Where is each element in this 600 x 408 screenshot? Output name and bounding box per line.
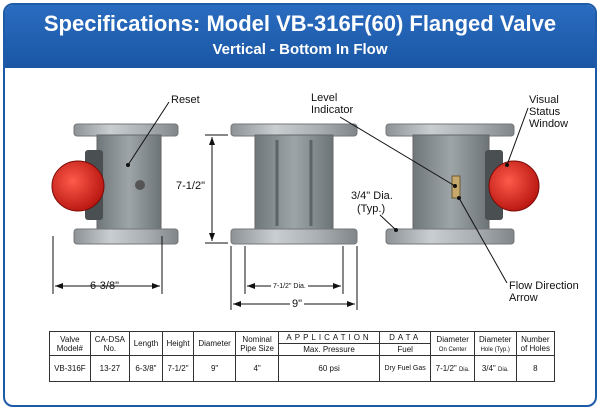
valve-left-red-cap	[51, 160, 105, 212]
td-diameter: 9"	[193, 355, 236, 382]
label-flow-line1: Flow Direction	[509, 280, 579, 292]
page-subtitle: Vertical - Bottom In Flow	[212, 41, 388, 58]
arrow-length-left	[55, 283, 63, 289]
page-title: Specifications: Model VB-316F(60) Flange…	[43, 11, 557, 36]
arrow-center-right	[333, 283, 341, 289]
td-number-holes: 8	[515, 355, 556, 382]
arrow-center-left	[247, 283, 255, 289]
label-hole-dia-line2: (Typ.)	[357, 203, 386, 215]
label-visual-line3: Window	[529, 118, 569, 130]
level-indicator-leader	[339, 116, 456, 187]
leader-arrowheads	[126, 163, 509, 232]
label-level-indicator-line2: Indicator	[311, 104, 354, 116]
valve-center-bottom-flange	[230, 228, 358, 245]
th-data: DATA	[378, 331, 432, 344]
visual-window-leader	[506, 107, 529, 166]
valve-right-body	[412, 134, 490, 232]
label-length-dim: 6-3/8"	[90, 280, 119, 292]
valve-center-body	[254, 134, 334, 232]
td-diameter-center: 7-1/2" Dia.	[430, 355, 475, 382]
th-length: Length	[129, 331, 163, 356]
header-banner: Specifications: Model VB-316F(60) Flange…	[5, 5, 595, 68]
valve-center-top-flange	[230, 123, 358, 137]
hole-dia-leader	[379, 214, 397, 231]
td-pressure: 60 psi	[278, 355, 380, 382]
flow-arrow-leader	[458, 197, 508, 284]
leader-lines	[127, 101, 529, 284]
valve-left-top-flange	[73, 123, 179, 137]
reset-leader	[127, 101, 170, 166]
hole-dia-leader-tip	[394, 228, 398, 232]
th-height: Height	[161, 331, 195, 356]
label-diameter-dim: 9"	[290, 298, 305, 310]
arrow-height-top	[209, 137, 215, 145]
arrow-length-right	[152, 283, 160, 289]
td-model: VB-316F	[49, 355, 91, 382]
label-height-dim: 7-1/2"	[176, 180, 205, 192]
flow-arrow-leader-tip	[457, 196, 461, 200]
label-visual-line1: Visual	[529, 94, 559, 106]
arrow-diameter-left	[233, 301, 241, 307]
td-cadsa: 13-27	[89, 355, 131, 382]
valve-left-port	[135, 180, 145, 190]
label-hole-dia-line1: 3/4" Dia.	[351, 190, 393, 202]
valve-center	[230, 123, 358, 245]
visual-window-leader-tip	[505, 163, 509, 167]
label-center-dia: 7-1/2" Dia.	[271, 281, 308, 293]
label-level-indicator-line1: Level	[311, 92, 338, 104]
arrow-diameter-right	[347, 301, 355, 307]
td-diameter-hole: 3/4" Dia.	[473, 355, 517, 382]
th-max-pressure: Max. Pressure	[278, 343, 380, 356]
td-length: 6-3/8"	[129, 355, 163, 382]
th-diameter: Diameter	[193, 331, 236, 356]
label-reset: Reset	[171, 94, 200, 106]
th-fuel: Fuel	[378, 343, 432, 356]
dimension-arrows	[55, 137, 355, 307]
td-fuel: Dry Fuel Gas	[378, 355, 432, 382]
label-visual-line2: Status	[529, 106, 561, 118]
valve-right-red-cap	[488, 160, 540, 212]
arrow-height-bottom	[209, 233, 215, 241]
td-height: 7-1/2"	[161, 355, 195, 382]
td-pipe: 4"	[234, 355, 280, 382]
table-row: VB-316F 13-27 6-3/8" 7-1/2" 9" 4" 60 psi…	[49, 355, 556, 382]
valve-right-top-flange	[385, 123, 515, 137]
valve-left-body	[96, 134, 162, 232]
valve-left	[51, 123, 179, 245]
reset-leader-tip	[126, 163, 130, 167]
dimension-lines	[52, 134, 358, 310]
th-application: APPLICATION	[278, 331, 380, 344]
valve-right	[385, 123, 540, 245]
valve-left-bottom-flange	[73, 228, 179, 245]
level-indicator-leader-tip	[453, 184, 457, 188]
valve-right-bottom-flange	[385, 228, 515, 245]
label-flow-line2: Arrow	[509, 292, 538, 304]
